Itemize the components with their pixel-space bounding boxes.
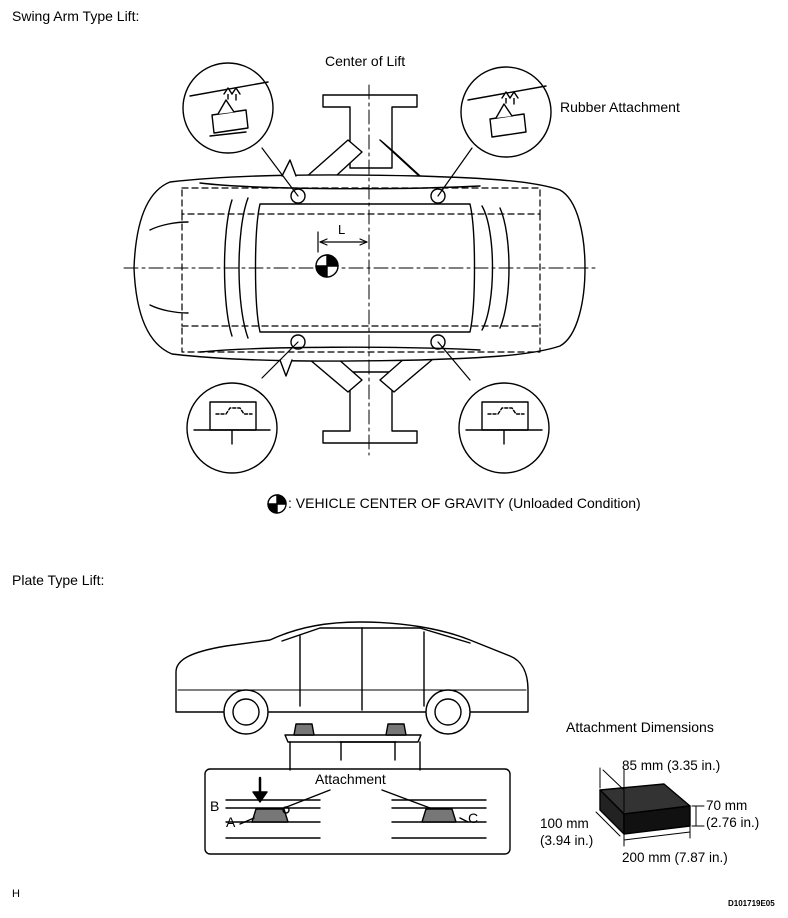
rubber-attachment-label: Rubber Attachment — [560, 99, 680, 115]
plate-detail-box — [204, 741, 511, 855]
center-of-gravity-symbol — [315, 254, 339, 278]
figure-id: D101719E05 — [728, 899, 775, 908]
height-in: (2.76 in.) — [706, 815, 760, 830]
center-of-lift-label: Center of Lift — [325, 53, 406, 69]
depth-dimension: 85 mm (3.35 in.) — [622, 758, 721, 773]
footer-left-code: H — [12, 888, 20, 900]
center-lines — [123, 84, 597, 456]
marker-a: A — [226, 814, 236, 830]
detail-circle-bottom-right — [458, 382, 550, 474]
length-dimension: 200 mm (7.87 in.) — [622, 850, 728, 865]
width-mm: 100 mm — [540, 816, 589, 831]
width-in: (3.94 in.) — [540, 833, 594, 848]
lift-points — [290, 188, 446, 350]
detail-circle-bottom-left — [186, 382, 278, 474]
swing-arm-title: Swing Arm Type Lift: — [12, 8, 140, 24]
detail-circle-top-left — [182, 62, 274, 154]
marker-b: B — [210, 798, 220, 814]
attachment-block — [595, 767, 705, 847]
vehicle-side-view — [175, 621, 529, 735]
plate-type-title: Plate Type Lift: — [12, 572, 105, 588]
legend-cog-icon — [267, 494, 287, 514]
lift-column-top — [322, 94, 418, 169]
attachment-dimensions-title: Attachment Dimensions — [566, 719, 714, 735]
callout-leaders — [261, 147, 473, 381]
attachment-label: Attachment — [315, 771, 386, 787]
frame-rails — [181, 187, 541, 353]
detail-circle-top-right — [460, 66, 552, 158]
plate-lift-platform — [284, 723, 422, 761]
cog-legend-text: : VEHICLE CENTER OF GRAVITY (Unloaded Co… — [288, 495, 641, 511]
marker-c: C — [468, 810, 479, 826]
dimension-l — [317, 231, 368, 253]
height-mm: 70 mm — [706, 798, 748, 813]
distance-l-label: L — [338, 222, 346, 237]
